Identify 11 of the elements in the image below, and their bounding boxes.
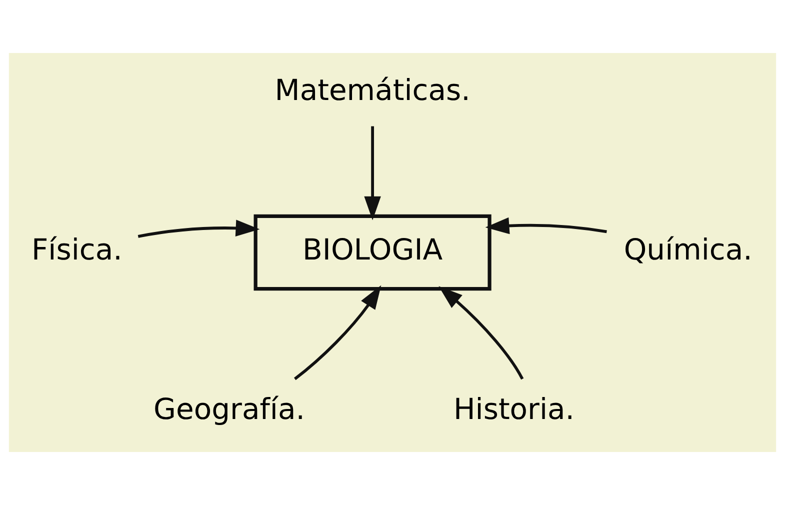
arrow: [485, 217, 607, 234]
node-text: Geografía.: [154, 392, 305, 426]
arrow: [138, 220, 260, 238]
node-text: Química.: [624, 232, 752, 266]
node-text: Física.: [32, 232, 122, 266]
arrow: [438, 286, 524, 380]
arrow: [364, 126, 381, 220]
node-text: Matemáticas.: [274, 72, 470, 107]
node-box: BIOLOGIA: [254, 214, 492, 291]
arrow: [294, 285, 382, 380]
node-text: Historia.: [453, 392, 575, 426]
